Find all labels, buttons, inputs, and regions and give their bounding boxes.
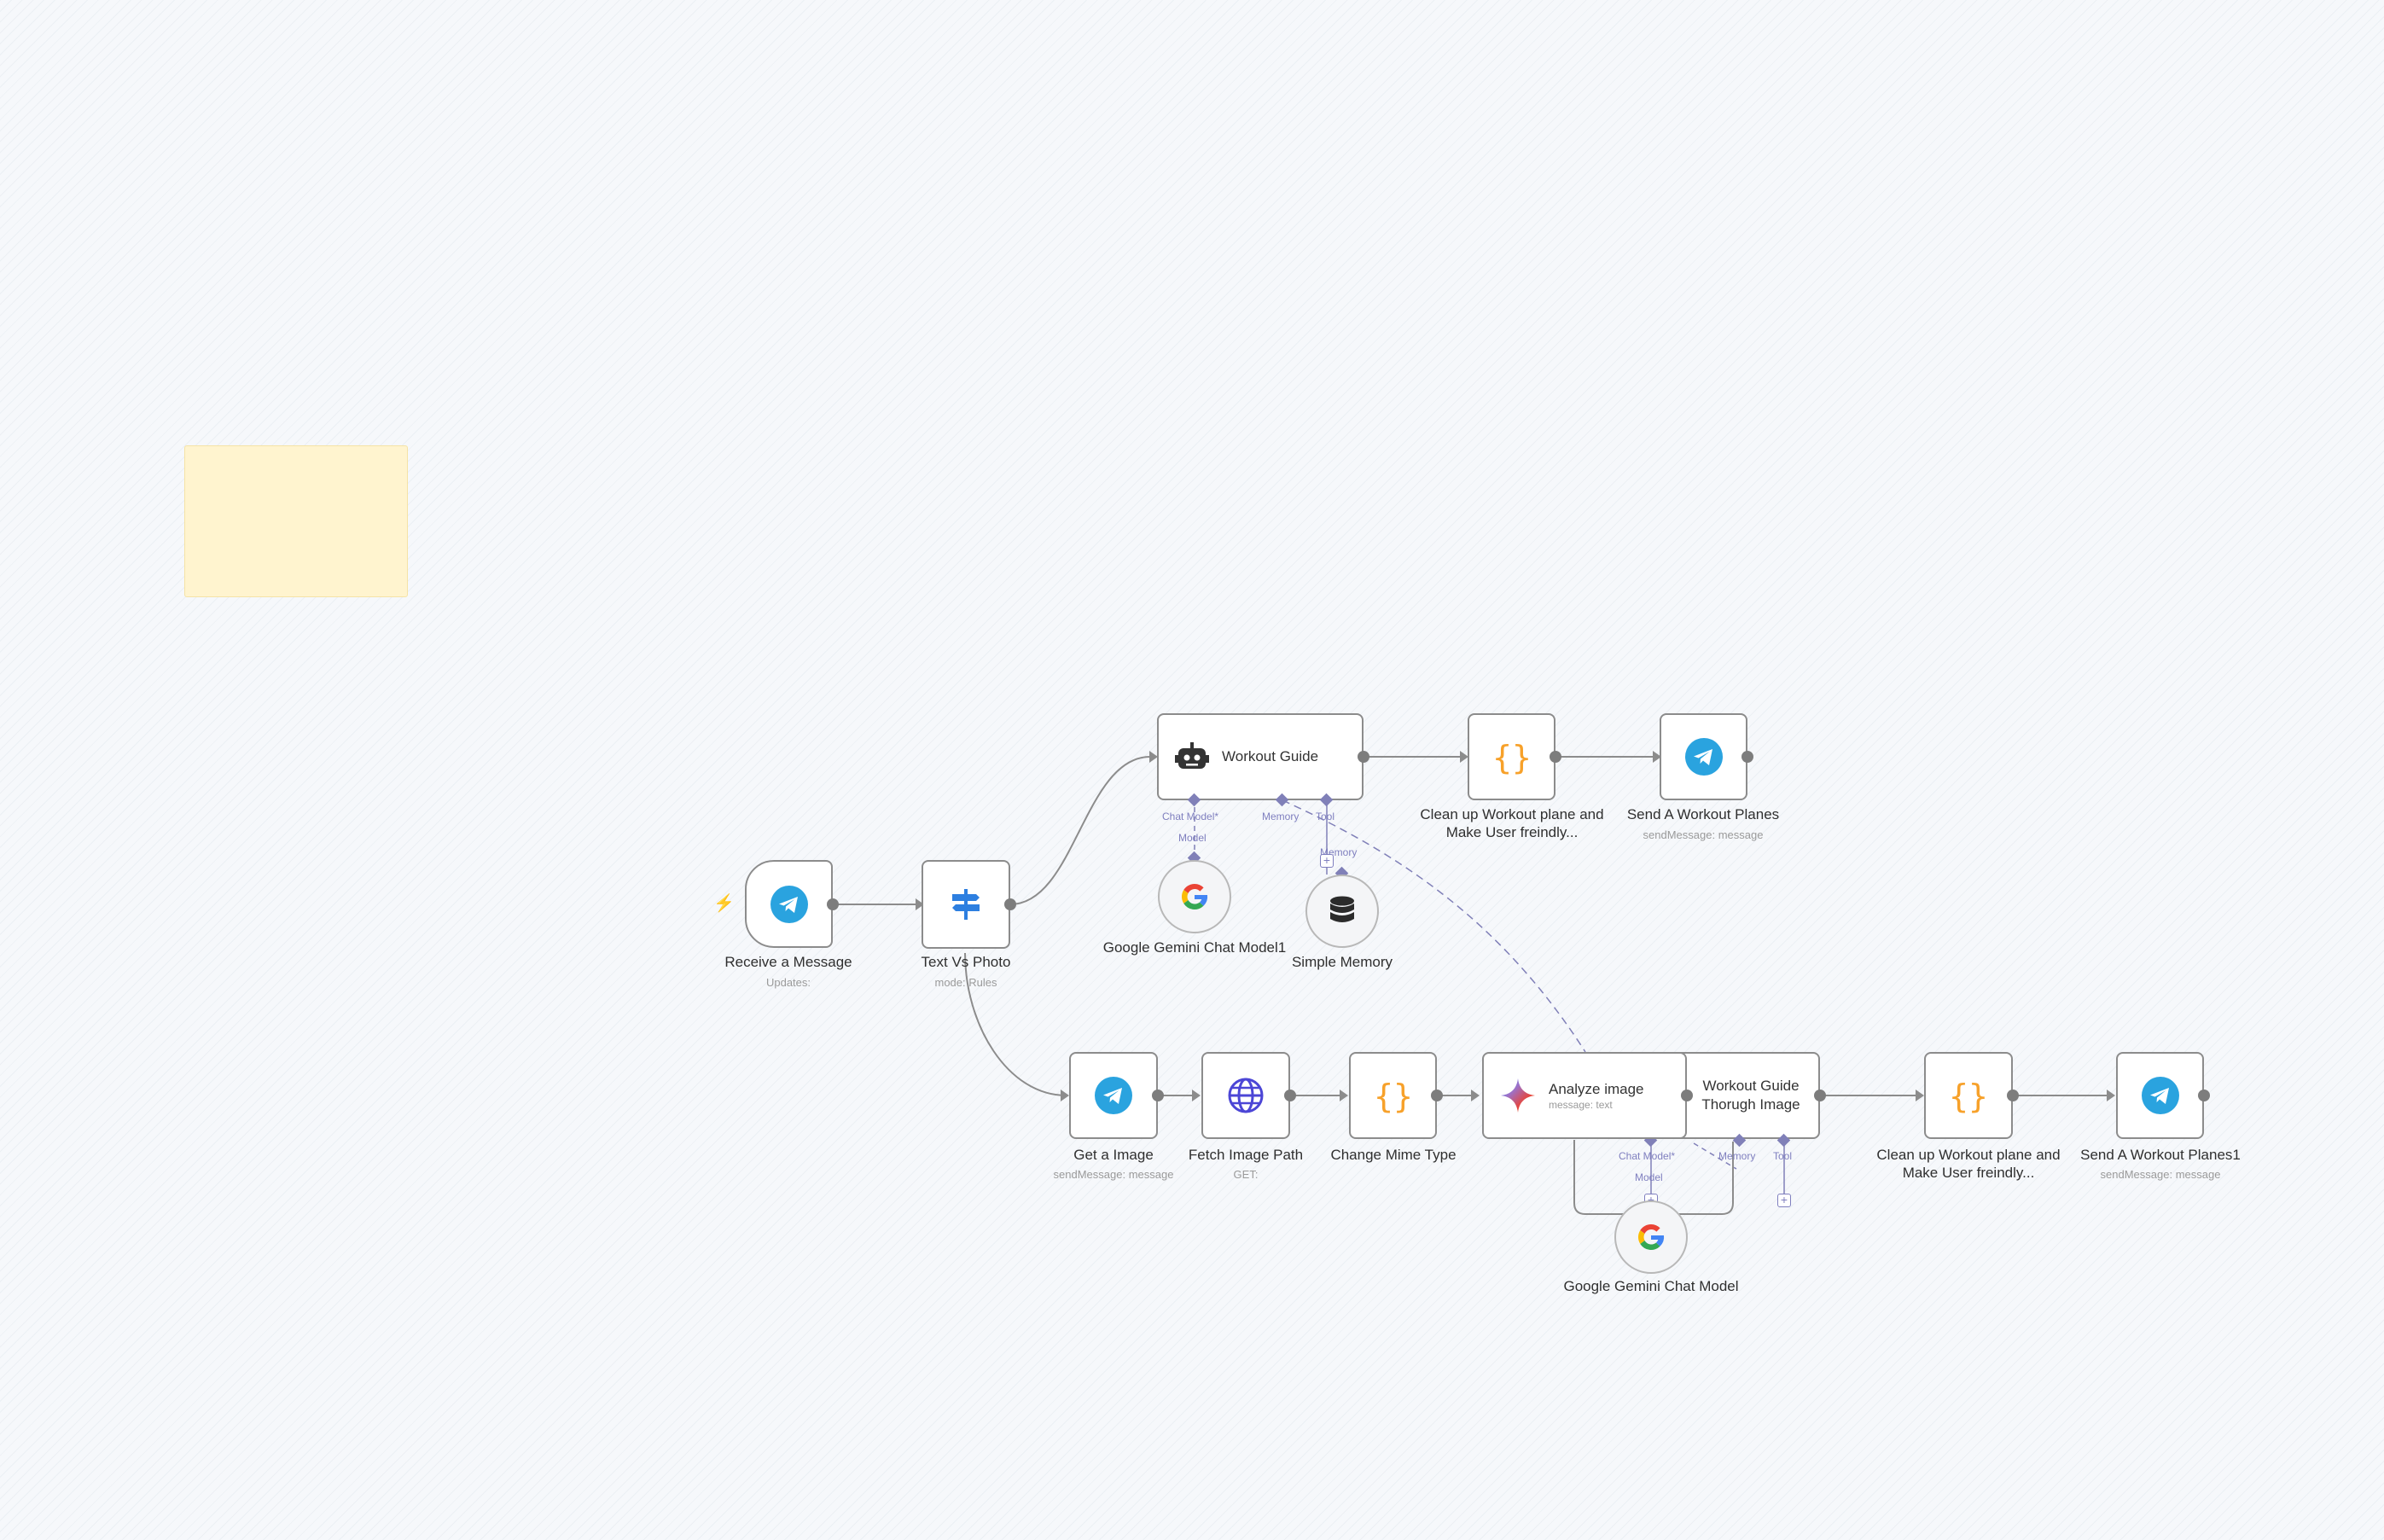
google-g-icon <box>1181 884 1208 909</box>
svg-text:{}: {} <box>1949 1078 1988 1114</box>
port-label-chat-model: Chat Model* <box>1162 811 1219 822</box>
arrowhead <box>1061 1090 1069 1101</box>
port-label-chat-model: Chat Model* <box>1619 1150 1676 1162</box>
port-label-memory: Memory <box>1718 1150 1756 1162</box>
output-handle[interactable] <box>1814 1090 1826 1101</box>
output-handle[interactable] <box>1284 1090 1296 1101</box>
node-label: Clean up Workout plane and Make User fre… <box>1420 806 1604 840</box>
robot-icon <box>1175 742 1209 769</box>
port-label-tool: Tool <box>1316 811 1335 822</box>
node-label: Send A Workout Planes1 <box>2080 1147 2241 1163</box>
node-send-workout-planes1[interactable] <box>2116 1052 2204 1139</box>
telegram-icon <box>770 885 808 923</box>
gemini-star-icon <box>1501 1078 1535 1113</box>
google-g-icon <box>1637 1224 1665 1250</box>
node-sublabel: Updates: <box>765 976 811 989</box>
output-handle[interactable] <box>1681 1090 1693 1101</box>
add-tool-button[interactable]: + <box>1320 854 1334 868</box>
node-analyze-image[interactable]: Analyze image message: text <box>1482 1052 1687 1139</box>
node-label: Google Gemini Chat Model <box>1563 1278 1739 1294</box>
output-handle[interactable] <box>1152 1090 1164 1101</box>
node-google-gemini-chat-model1[interactable] <box>1158 860 1231 933</box>
output-handle[interactable] <box>1004 898 1016 910</box>
node-clean-up-workout-plane-2[interactable]: {} <box>1924 1052 2013 1139</box>
curly-braces-icon: {} <box>1949 1078 1988 1114</box>
node-label: Send A Workout Planes <box>1626 806 1780 822</box>
node-title: Workout Guide <box>1222 748 1319 764</box>
node-sublabel: sendMessage: message <box>1643 828 1764 841</box>
port-label-model: Model <box>1635 1171 1663 1183</box>
node-sublabel: sendMessage: message <box>2100 1168 2221 1181</box>
node-label: Text Vs Photo <box>921 954 1011 970</box>
arrowhead <box>1916 1090 1924 1101</box>
connection-switch-agent1 <box>1009 756 1151 905</box>
node-title: Analyze image <box>1549 1081 1644 1097</box>
node-label: Fetch Image Path <box>1188 1147 1304 1163</box>
telegram-icon <box>1095 1077 1132 1114</box>
node-label: Clean up Workout plane and Make User fre… <box>1876 1147 2061 1181</box>
globe-icon <box>1228 1078 1264 1113</box>
sticky-note[interactable] <box>184 445 408 597</box>
port-label-model: Model <box>1178 832 1207 844</box>
output-handle[interactable] <box>2198 1090 2210 1101</box>
trigger-bolt-icon: ⚡ <box>713 894 735 913</box>
svg-text:{}: {} <box>1374 1078 1413 1114</box>
telegram-icon <box>1684 738 1723 776</box>
node-label: Simple Memory <box>1291 954 1393 970</box>
node-label: Receive a Message <box>724 954 852 970</box>
arrowhead <box>1340 1090 1348 1101</box>
node-workout-guide[interactable]: Workout Guide <box>1157 713 1364 800</box>
add-tool-button[interactable]: + <box>1777 1194 1791 1207</box>
node-google-gemini-chat-model[interactable] <box>1614 1200 1688 1274</box>
output-handle[interactable] <box>827 898 839 910</box>
svg-text:{}: {} <box>1492 739 1532 776</box>
curly-braces-icon: {} <box>1374 1078 1413 1114</box>
node-label: Get a Image <box>1073 1147 1154 1163</box>
node-subtitle: message: text <box>1549 1099 1613 1111</box>
connection-switch-getimage <box>964 952 1067 1096</box>
port-label-tool: Tool <box>1773 1150 1793 1162</box>
arrowhead <box>2107 1090 2115 1101</box>
arrowhead <box>1471 1090 1480 1101</box>
node-sublabel: sendMessage: message <box>1053 1168 1174 1181</box>
node-clean-up-workout-plane[interactable]: {} <box>1468 713 1555 800</box>
node-title: Workout Guide Thorugh Image <box>1701 1078 1800 1113</box>
node-sublabel: GET: <box>1233 1168 1259 1181</box>
node-text-vs-photo[interactable] <box>922 860 1010 949</box>
node-change-mime-type[interactable]: {} <box>1349 1052 1437 1139</box>
output-handle[interactable] <box>1358 751 1369 763</box>
node-label: Change Mime Type <box>1330 1147 1457 1163</box>
arrowhead <box>1192 1090 1201 1101</box>
node-sublabel: mode: Rules <box>934 976 997 989</box>
node-receive-message[interactable] <box>745 860 833 948</box>
node-label: Google Gemini Chat Model1 <box>1102 939 1287 956</box>
telegram-icon <box>2141 1077 2179 1114</box>
node-simple-memory[interactable] <box>1305 875 1379 948</box>
node-get-a-image[interactable] <box>1069 1052 1158 1139</box>
port-label-memory: Memory <box>1262 811 1300 822</box>
output-handle[interactable] <box>1550 751 1561 763</box>
switch-signpost-icon <box>952 889 980 920</box>
output-handle[interactable] <box>1431 1090 1443 1101</box>
node-fetch-image-path[interactable] <box>1201 1052 1290 1139</box>
node-send-workout-planes[interactable] <box>1660 713 1747 800</box>
curly-braces-icon: {} <box>1492 739 1532 776</box>
output-handle[interactable] <box>2007 1090 2019 1101</box>
database-icon <box>1330 896 1354 922</box>
output-handle[interactable] <box>1741 751 1753 763</box>
